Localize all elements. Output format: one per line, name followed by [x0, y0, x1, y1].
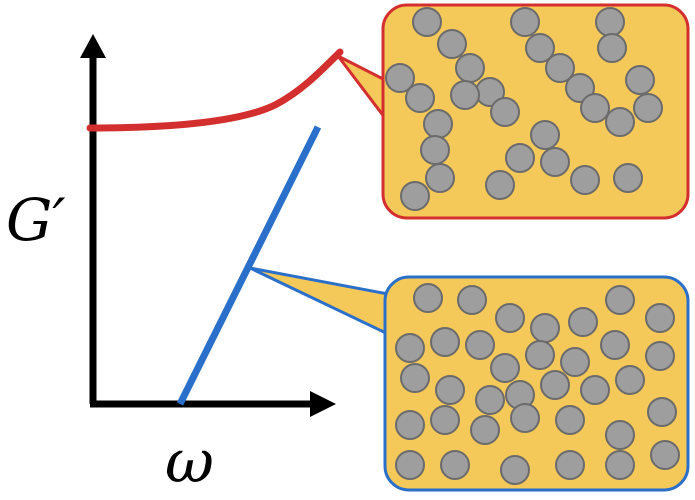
network-particle: [595, 7, 625, 37]
axes: [80, 34, 336, 417]
dispersed-pointer-edge-top: [249, 266, 389, 296]
dispersed-pointer-edge-bottom: [249, 266, 389, 336]
dispersed-particle: [413, 283, 443, 313]
dispersed-particle: [510, 403, 540, 433]
network-particle: [633, 93, 663, 123]
dispersed-particle: [490, 353, 520, 383]
x-axis-arrowhead: [310, 391, 336, 417]
dispersed-particle: [560, 347, 590, 377]
dispersed-particle: [650, 440, 680, 470]
dispersed-particle: [647, 397, 677, 427]
dispersed-particle: [440, 450, 470, 480]
dispersed-particle: [615, 365, 645, 395]
network-particle: [450, 80, 480, 110]
network-particle: [540, 147, 570, 177]
network-particle: [625, 65, 655, 95]
network-particle: [437, 29, 467, 59]
network-particles: [385, 7, 663, 211]
dispersed-particles: [395, 283, 680, 485]
network-particle: [510, 7, 540, 37]
dispersed-particle: [430, 405, 460, 435]
dispersed-particle: [540, 370, 570, 400]
network-particle: [400, 181, 430, 211]
dispersed-particle: [435, 375, 465, 405]
dispersed-particle: [605, 420, 635, 450]
dispersed-particle: [605, 285, 635, 315]
dispersed-particle: [500, 455, 530, 485]
network-particle: [545, 53, 575, 83]
network-particle: [570, 165, 600, 195]
network-particle: [420, 135, 450, 165]
network-particle: [565, 73, 595, 103]
dispersed-particle: [395, 450, 425, 480]
dispersed-particle: [395, 333, 425, 363]
network-particle: [405, 83, 435, 113]
dispersed-particle: [555, 405, 585, 435]
dispersed-particle: [465, 330, 495, 360]
dispersed-line: [176, 125, 322, 406]
network-particle: [412, 7, 442, 37]
dispersed-particle: [645, 341, 675, 371]
network-particle: [455, 53, 485, 83]
network-particle: [485, 170, 515, 200]
network-particle: [490, 97, 520, 127]
network-particle: [597, 33, 627, 63]
dispersed-particle: [400, 363, 430, 393]
network-particle: [385, 63, 415, 93]
dispersed-particle: [475, 385, 505, 415]
network-particle: [525, 33, 555, 63]
x-axis-label: ω: [165, 427, 214, 497]
dispersed-particle: [605, 450, 635, 480]
y-axis-arrowhead: [80, 34, 106, 58]
dispersed-particle: [457, 285, 487, 315]
network-particle: [530, 120, 560, 150]
y-axis-label: G′: [6, 186, 66, 254]
network-particle: [580, 93, 610, 123]
dispersed-particle: [580, 375, 610, 405]
network-particle: [613, 163, 643, 193]
dispersed-particle: [568, 307, 598, 337]
network-callout: [336, 3, 690, 220]
dispersed-particle: [395, 410, 425, 440]
network-pointer-edge-top: [337, 54, 386, 82]
network-particle: [425, 163, 455, 193]
dispersed-particle: [530, 313, 560, 343]
dispersed-particle: [555, 450, 585, 480]
network-pointer-edge-bottom: [336, 55, 387, 119]
network-particle: [505, 143, 535, 173]
dispersed-particle: [600, 330, 630, 360]
dispersed-callout: [249, 266, 690, 492]
network-particle: [423, 109, 453, 139]
dispersed-particle: [525, 340, 555, 370]
network-curve: [86, 48, 344, 132]
dispersed-particle: [645, 303, 675, 333]
dispersed-particle: [470, 415, 500, 445]
dispersed-particle: [495, 303, 525, 333]
dispersed-particle: [430, 327, 460, 357]
network-particle: [605, 107, 635, 137]
